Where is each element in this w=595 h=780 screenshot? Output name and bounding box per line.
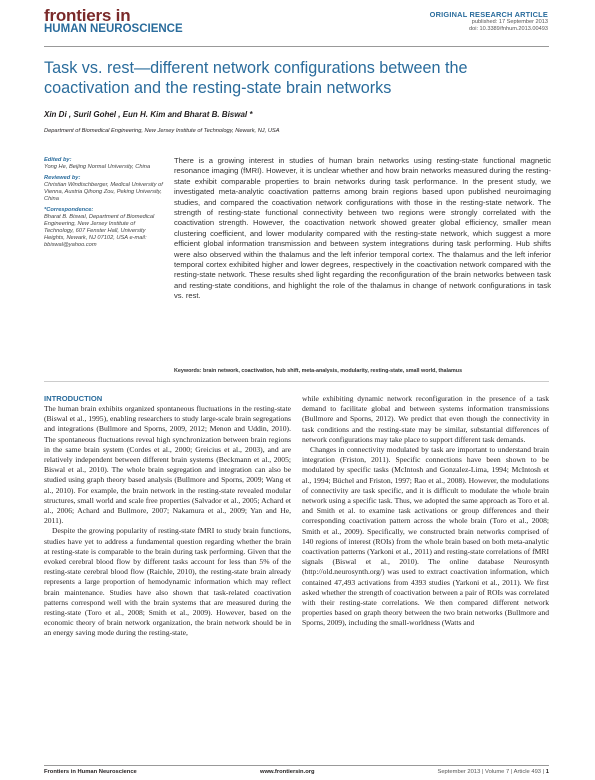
header-divider: [44, 46, 549, 47]
correspondence: Bharat B. Biswal, Department of Biomedic…: [44, 214, 155, 248]
abstract: There is a growing interest in studies o…: [174, 156, 551, 301]
reviewed-by: Christian Windischberger, Medical Univer…: [44, 182, 163, 202]
editorial-sidebar: Edited by: Yong He, Beijing Normal Unive…: [44, 157, 164, 249]
reviewed-by-label: Reviewed by:: [44, 175, 81, 181]
footer-journal-name: Frontiers in Human Neuroscience: [44, 769, 137, 775]
footer-website-link[interactable]: www.frontiersin.org: [260, 769, 315, 775]
issue-info: September 2013 | Volume 7 | Article 493 …: [437, 769, 545, 775]
intro-paragraph-2: Despite the growing popularity of restin…: [44, 526, 291, 638]
edited-by: Yong He, Beijing Normal University, Chin…: [44, 164, 151, 170]
affiliation: Department of Biomedical Engineering, Ne…: [44, 128, 280, 134]
intro-paragraph-3: while exhibiting dynamic network reconfi…: [302, 394, 549, 444]
body-column-right: while exhibiting dynamic network reconfi…: [302, 394, 549, 629]
body-column-left: INTRODUCTION The human brain exhibits or…: [44, 394, 291, 639]
intro-paragraph-1: The human brain exhibits organized spont…: [44, 404, 291, 526]
footer-issue-info: September 2013 | Volume 7 | Article 493 …: [437, 769, 549, 775]
footer-divider: [44, 765, 549, 766]
intro-paragraph-4: Changes in connectivity modulated by tas…: [302, 445, 549, 628]
keywords: Keywords: brain network, coactivation, h…: [174, 368, 463, 374]
article-meta: ORIGINAL RESEARCH ARTICLE published: 17 …: [430, 10, 548, 33]
doi-link[interactable]: doi: 10.3389/fnhum.2013.00493: [468, 26, 548, 32]
published-date: published: 17 September 2013: [471, 19, 548, 25]
article-title: Task vs. rest—different network configur…: [44, 59, 468, 97]
page-number: 1: [545, 769, 549, 775]
journal-logo[interactable]: frontiers in HUMAN NEUROSCIENCE: [44, 6, 183, 36]
logo-line1: frontiers in: [44, 6, 131, 25]
edited-by-label: Edited by:: [44, 157, 72, 163]
page-footer: Frontiers in Human Neuroscience www.fron…: [44, 769, 549, 777]
logo-line2: HUMAN NEUROSCIENCE: [44, 23, 183, 35]
author-list: Xin Di , Suril Gohel , Eun H. Kim and Bh…: [44, 110, 253, 119]
abstract-divider: [44, 381, 549, 382]
article-type: ORIGINAL RESEARCH ARTICLE: [429, 10, 548, 19]
correspondence-label: *Correspondence:: [44, 207, 94, 213]
introduction-heading: INTRODUCTION: [44, 394, 103, 403]
